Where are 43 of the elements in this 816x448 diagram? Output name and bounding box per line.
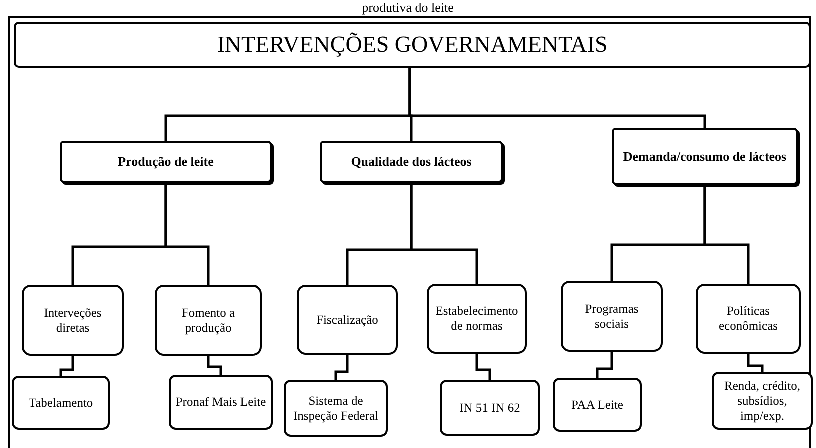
- node-label: Tabelamento: [28, 396, 94, 410]
- node-label: Estabelecimento de normas: [434, 304, 520, 334]
- leaf-box: [712, 372, 813, 430]
- root-box: [14, 22, 811, 68]
- connector-line: [410, 183, 478, 284]
- connector-line: [747, 354, 764, 372]
- connector-line: [476, 354, 492, 380]
- subcategory-box: [22, 285, 124, 356]
- leaf-box: [553, 378, 642, 432]
- node-label: Pronaf Mais Leite: [176, 395, 266, 410]
- subcategory-box: [155, 285, 262, 356]
- category-box: [612, 128, 798, 185]
- node-label: Sistema de Inspeção Federal: [292, 394, 380, 424]
- subcategory-box: [561, 281, 663, 352]
- subcategory-box: [427, 284, 527, 354]
- category-box: [320, 141, 503, 183]
- node-label: Qualidade dos lácteos: [351, 154, 472, 170]
- node-label: Renda, crédito, subsídios, imp/exp.: [723, 378, 802, 424]
- connector-line: [207, 356, 222, 375]
- leaf-box: [284, 380, 388, 437]
- node-label: Políticas econômicas: [718, 304, 779, 334]
- subcategory-box: [297, 285, 398, 355]
- node-label: INTERVENÇÕES GOVERNAMENTAIS: [217, 32, 608, 58]
- leaf-box: [169, 375, 273, 430]
- node-label: Fomento a produção: [180, 306, 236, 336]
- node-label: IN 51 IN 62: [460, 400, 520, 416]
- connector-line: [408, 68, 706, 128]
- connector-line: [60, 356, 74, 376]
- subcategory-box: [696, 284, 801, 354]
- node-label: Interveções diretas: [43, 306, 103, 336]
- node-label: Programas sociais: [584, 302, 640, 332]
- leaf-box: [12, 376, 110, 430]
- connector-line: [334, 355, 349, 380]
- diagram-title: produtiva do leite: [361, 1, 455, 15]
- connector-line: [596, 352, 614, 378]
- node-label: Demanda/consumo de lácteos: [623, 148, 787, 164]
- category-box: [60, 141, 272, 183]
- connector-line: [164, 183, 210, 285]
- connector-line: [704, 185, 750, 284]
- leaf-box: [440, 380, 540, 436]
- node-label: PAA Leite: [572, 398, 624, 412]
- node-label: Fiscalização: [316, 312, 378, 328]
- node-label: Produção de leite: [118, 154, 214, 170]
